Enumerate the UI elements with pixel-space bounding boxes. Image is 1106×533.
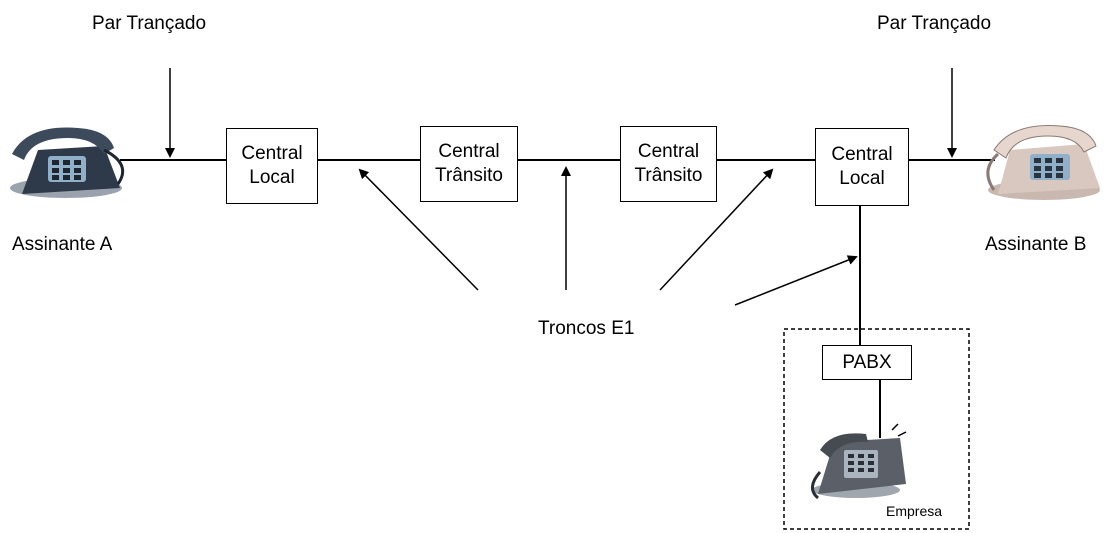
trunk-arrow-1 [358,168,479,291]
trunk-arrow-4 [734,255,858,306]
node-line-1: Central [241,143,303,164]
phone-a-icon [10,127,125,198]
subscriber-b-label: Assinante B [985,234,1087,255]
node-line-1: Central [831,144,893,165]
trunks-label: Troncos E1 [538,318,635,339]
pabx-label: PABX [842,351,892,373]
pabx-node: PABX [822,345,912,380]
twisted-pair-label-right: Par Trançado [877,13,992,34]
trunk-arrow-3 [659,168,774,291]
node-line-1: Central [637,141,700,162]
node-line-2: Local [839,168,885,189]
company-phone-icon [811,423,907,500]
central-transit-left-node: Central Trânsito [420,126,518,202]
company-label: Empresa [886,503,943,519]
central-transit-right-node: Central Trânsito [620,126,717,202]
central-local-left-node: Central Local [226,128,318,204]
subscriber-a-label: Assinante A [12,234,113,255]
node-line-2: Local [249,167,295,188]
node-line-2: Trânsito [634,165,703,186]
node-line-1: Central [438,141,500,162]
central-local-right-node: Central Local [815,128,909,206]
phone-b-icon [986,125,1100,200]
company-boundary [783,328,970,530]
twisted-pair-label-left: Par Trançado [92,13,207,34]
node-line-2: Trânsito [435,165,503,186]
